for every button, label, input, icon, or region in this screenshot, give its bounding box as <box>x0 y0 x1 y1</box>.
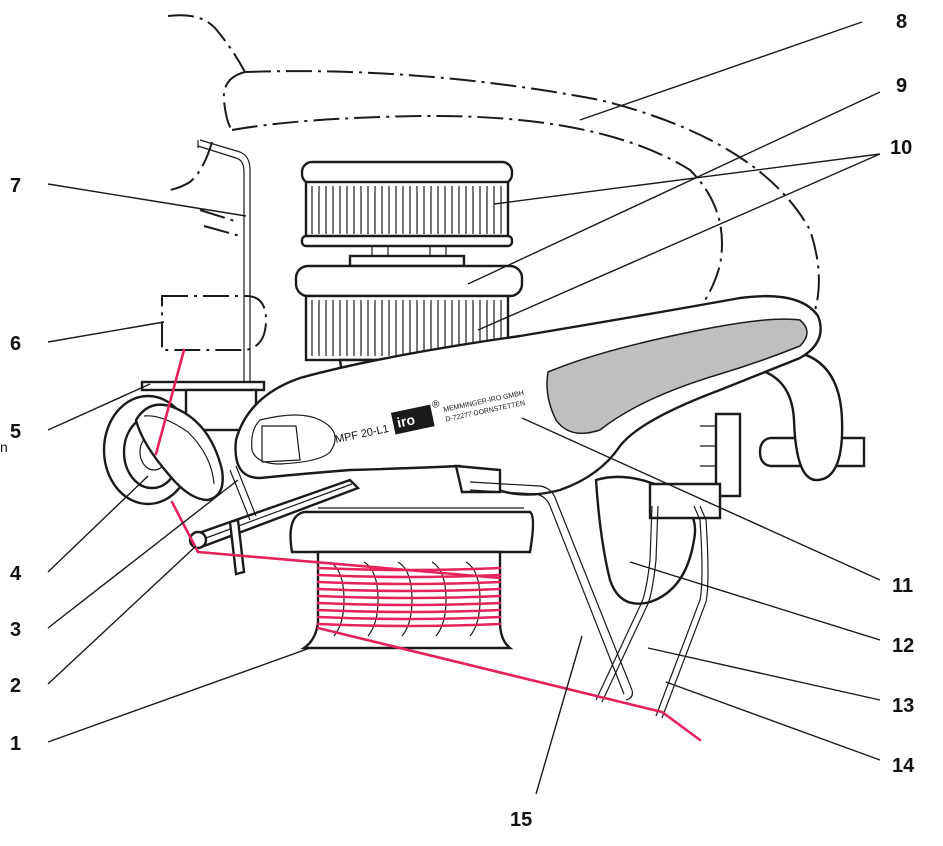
callout-14: 14 <box>892 755 915 777</box>
iro-logo-text: iro <box>395 411 416 430</box>
stand-post <box>197 139 251 390</box>
callout-1: 1 <box>10 733 21 755</box>
callout-numbers: 1 2 3 4 5 6 7 8 9 10 11 12 13 14 15 n <box>0 11 915 831</box>
registered-mark: ® <box>431 399 441 411</box>
iro-logo-badge <box>390 404 435 435</box>
yarn-winding <box>316 608 502 614</box>
main-housing <box>234 294 822 496</box>
middle-plate <box>294 254 524 298</box>
callout-9: 9 <box>896 75 907 97</box>
brake-wheel <box>102 394 224 506</box>
callout-3: 3 <box>10 619 21 641</box>
yarn-winding <box>316 615 502 621</box>
yarn-path <box>154 348 702 742</box>
storage-drum <box>289 507 535 650</box>
callout-15: 15 <box>510 809 532 831</box>
eyelet-arm <box>188 465 361 576</box>
callout-11: 11 <box>892 575 913 597</box>
callout-2: 2 <box>10 675 21 697</box>
callout-5: 5 <box>10 421 21 443</box>
yarn-winding <box>316 622 502 628</box>
yarn-winding <box>316 601 502 607</box>
callout-13: 13 <box>892 695 914 717</box>
wire-guides <box>469 481 709 719</box>
lower-spool <box>304 294 510 362</box>
lower-spool-ribs <box>311 300 502 356</box>
upper-spool <box>300 160 514 258</box>
callout-7: 7 <box>10 175 21 197</box>
yarn-winding <box>316 587 502 593</box>
callout-12: 12 <box>892 635 914 657</box>
front-housing-flap <box>594 475 722 605</box>
leader-lines <box>47 21 881 795</box>
sensor-box <box>161 295 268 351</box>
edge-fragment-text: n <box>0 439 8 455</box>
yarn-windings <box>316 566 502 628</box>
callout-10: 10 <box>890 137 912 159</box>
callout-6: 6 <box>10 333 21 355</box>
yarn-winding <box>316 594 502 600</box>
callout-4: 4 <box>10 563 22 585</box>
yarn-winding <box>316 580 502 586</box>
upper-spool-ribs <box>311 186 502 234</box>
callout-8: 8 <box>896 11 907 33</box>
rear-bracket <box>700 348 866 498</box>
